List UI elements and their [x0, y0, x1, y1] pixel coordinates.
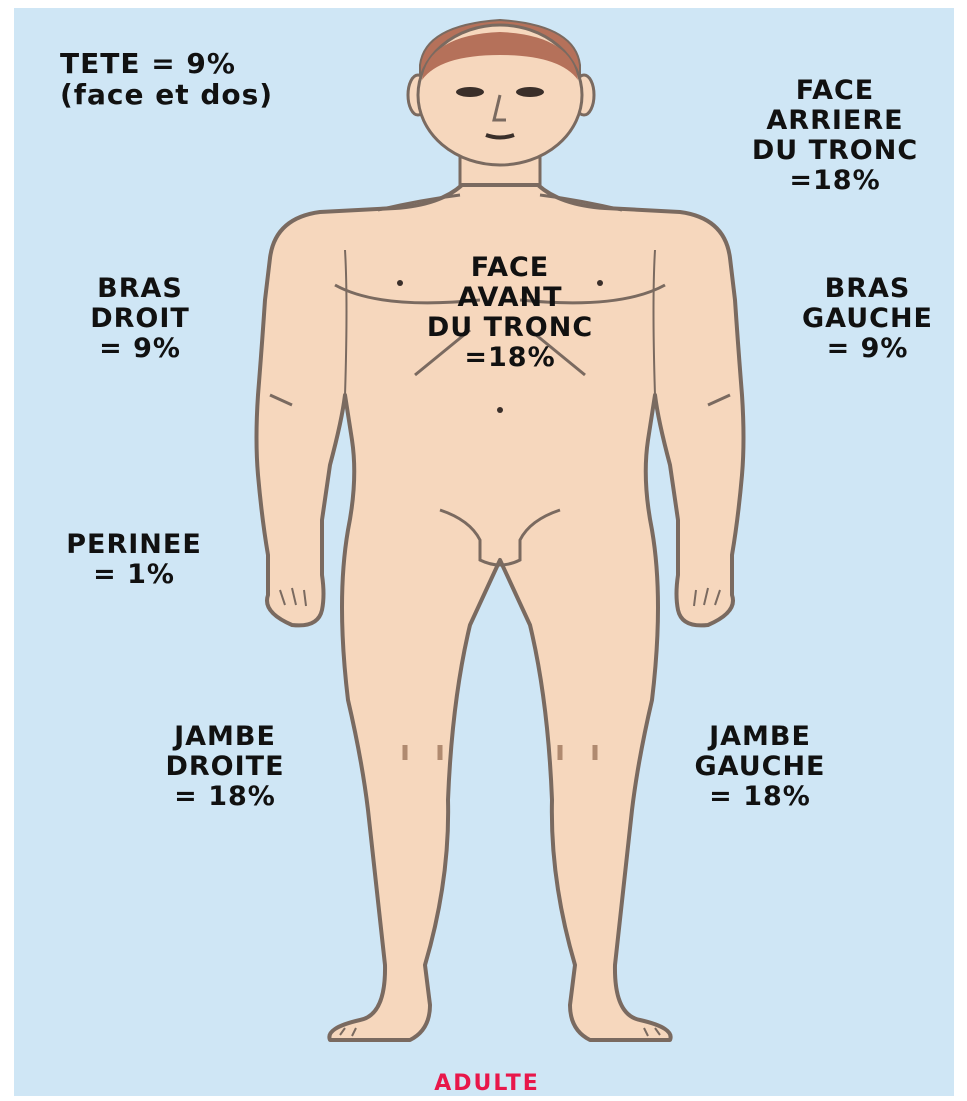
- label-front-trunk-line3: DU TRONC: [360, 313, 660, 343]
- label-back-trunk-line3: DU TRONC: [720, 136, 950, 166]
- navel: [497, 407, 503, 413]
- label-left-leg-line1: JAMBE: [650, 722, 870, 752]
- label-right-leg: JAMBE DROITE = 18%: [115, 722, 335, 812]
- label-front-trunk-line2: AVANT: [360, 283, 660, 313]
- label-right-leg-line3: = 18%: [115, 782, 335, 812]
- caption-adult: ADULTE: [387, 1072, 587, 1096]
- label-right-arm-line2: DROIT: [40, 304, 240, 334]
- label-left-leg-line3: = 18%: [650, 782, 870, 812]
- label-back-trunk: FACE ARRIERE DU TRONC =18%: [720, 76, 950, 196]
- label-left-leg: JAMBE GAUCHE = 18%: [650, 722, 870, 812]
- label-back-trunk-line1: FACE: [720, 76, 950, 106]
- label-back-trunk-line4: =18%: [720, 166, 950, 196]
- label-back-trunk-line2: ARRIERE: [720, 106, 950, 136]
- label-head: TETE = 9% (face et dos): [60, 48, 273, 110]
- label-perineum-line2: = 1%: [14, 560, 254, 590]
- label-left-arm-line3: = 9%: [770, 334, 965, 364]
- label-front-trunk-line1: FACE: [360, 253, 660, 283]
- label-perineum-line1: PERINEE: [14, 530, 254, 560]
- right-eye: [456, 87, 484, 97]
- label-front-trunk-line4: =18%: [360, 343, 660, 373]
- label-front-trunk: FACE AVANT DU TRONC =18%: [360, 253, 660, 373]
- label-right-arm: BRAS DROIT = 9%: [40, 274, 240, 364]
- label-left-arm: BRAS GAUCHE = 9%: [770, 274, 965, 364]
- label-right-leg-line1: JAMBE: [115, 722, 335, 752]
- label-right-arm-line1: BRAS: [40, 274, 240, 304]
- label-right-leg-line2: DROITE: [115, 752, 335, 782]
- label-right-arm-line3: = 9%: [40, 334, 240, 364]
- label-left-leg-line2: GAUCHE: [650, 752, 870, 782]
- label-head-line2: (face et dos): [60, 79, 273, 110]
- label-head-line1: TETE = 9%: [60, 48, 273, 79]
- label-perineum: PERINEE = 1%: [14, 530, 254, 590]
- label-left-arm-line1: BRAS: [770, 274, 965, 304]
- left-eye: [516, 87, 544, 97]
- label-left-arm-line2: GAUCHE: [770, 304, 965, 334]
